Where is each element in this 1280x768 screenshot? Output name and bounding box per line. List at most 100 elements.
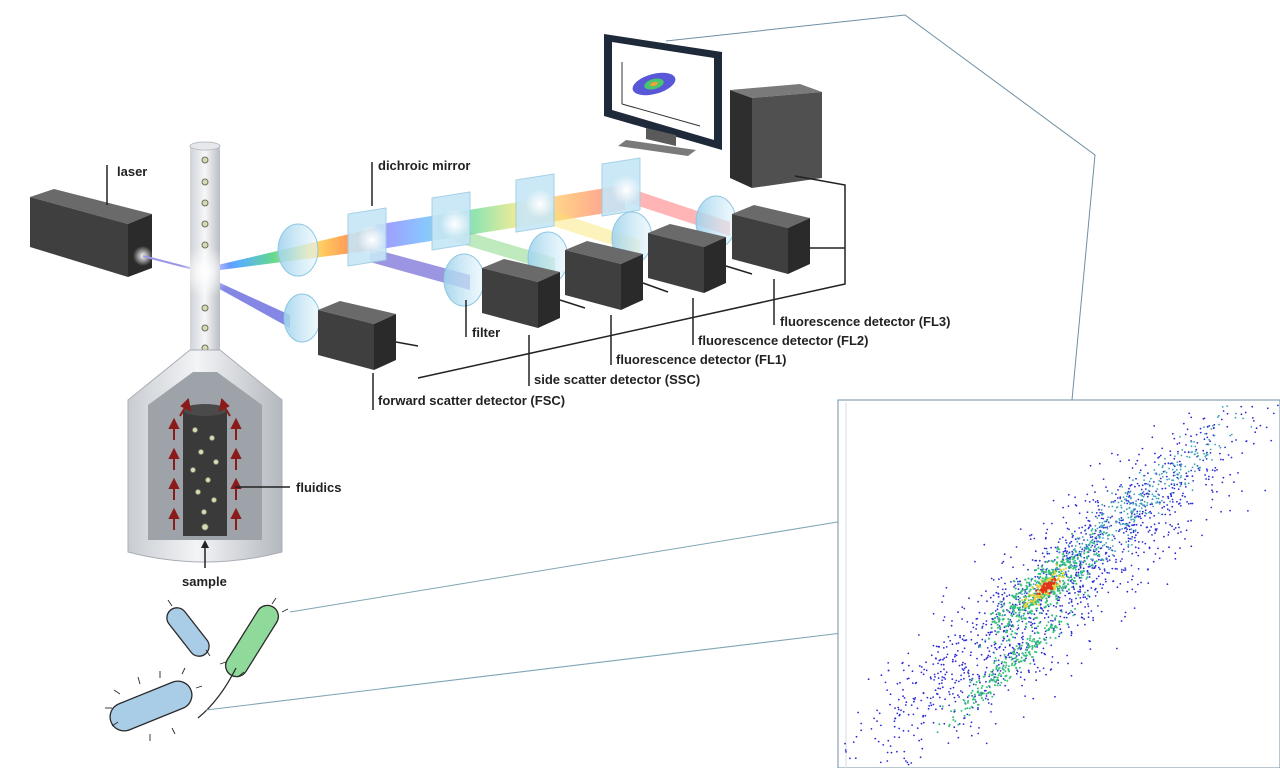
scatter-dot <box>1094 595 1097 597</box>
scatter-dot <box>1037 586 1040 589</box>
scatter-dot <box>1092 619 1095 622</box>
scatter-dot <box>1197 455 1199 457</box>
scatter-dot <box>1199 427 1202 430</box>
scatter-dot <box>1075 582 1078 585</box>
scatter-dot <box>1173 457 1176 460</box>
scatter-dot <box>882 744 885 746</box>
scatter-dot <box>1142 504 1144 507</box>
scatter-dot <box>1026 586 1029 589</box>
scatter-dot <box>1140 507 1143 510</box>
scatter-dot <box>1013 651 1016 654</box>
scatter-dot <box>974 560 976 563</box>
scatter-dot <box>1031 630 1034 632</box>
scatter-dot <box>1012 653 1015 655</box>
scatter-dot <box>984 640 987 643</box>
scatter-dot <box>1193 463 1196 466</box>
scatter-dot <box>965 639 968 641</box>
scatter-dot <box>1051 571 1054 574</box>
scatter-dot <box>1039 575 1042 579</box>
scatter-dot <box>970 734 973 737</box>
scatter-dot <box>1000 576 1003 579</box>
scatter-dot <box>1036 598 1039 601</box>
scatter-dot <box>1080 550 1083 553</box>
scatter-dot <box>1184 483 1187 486</box>
scatter-dot <box>1226 425 1229 428</box>
scatter-dot <box>975 681 978 683</box>
scatter-dot <box>1031 622 1034 625</box>
scatter-dot <box>1070 632 1073 635</box>
scatter-dot <box>942 647 945 649</box>
scatter-dot <box>1218 423 1220 426</box>
scatter-dot <box>1085 533 1087 535</box>
scatter-dot <box>1169 450 1172 453</box>
scatter-dot <box>1123 502 1126 504</box>
scatter-dot <box>1151 485 1154 488</box>
scatter-dot <box>1111 554 1114 556</box>
scatter-dot <box>1094 564 1097 567</box>
scatter-dot <box>981 638 984 641</box>
scatter-dot <box>1023 605 1026 608</box>
scatter-dot <box>1093 540 1096 543</box>
scatter-dot <box>1002 639 1004 642</box>
scatter-dot <box>1179 468 1182 471</box>
scatter-dot <box>968 597 970 600</box>
scatter-dot <box>916 727 919 729</box>
scatter-dot <box>1135 516 1138 518</box>
scatter-dot <box>1105 532 1107 535</box>
scatter-dot <box>1098 531 1101 534</box>
scatter-dot <box>1106 527 1109 530</box>
scatter-dot <box>1250 426 1253 428</box>
scatter-dot <box>1091 541 1094 544</box>
scatter-dot <box>1173 474 1176 477</box>
scatter-dot <box>1116 586 1119 589</box>
scatter-dot <box>1077 590 1079 593</box>
scatter-dot <box>1017 624 1020 627</box>
scatter-dot <box>1057 548 1061 551</box>
scatter-dot <box>1084 623 1086 626</box>
scatter-dot <box>1064 550 1066 552</box>
scatter-dot <box>1067 493 1070 496</box>
scatter-dot <box>1116 568 1118 570</box>
scatter-dot <box>1062 552 1065 556</box>
scatter-dot <box>1072 548 1075 551</box>
scatter-dot <box>1028 652 1031 655</box>
scatter-dot <box>1081 548 1084 551</box>
scatter-dot <box>1009 675 1012 678</box>
scatter-dot <box>980 653 983 656</box>
scatter-dot <box>1049 669 1052 671</box>
scatter-dot <box>1085 578 1088 580</box>
scatter-dot <box>1216 416 1219 418</box>
scatter-dot <box>1020 671 1022 674</box>
scatter-dot <box>997 674 1000 677</box>
scatter-dot <box>1218 445 1221 447</box>
scatter-dot <box>957 694 959 697</box>
flow-tube <box>179 141 231 366</box>
scatter-dot <box>1040 599 1043 602</box>
scatter-dot <box>1161 466 1164 469</box>
scatter-dot <box>1128 487 1130 490</box>
scatter-dot <box>994 722 997 725</box>
scatter-dot <box>1144 514 1146 517</box>
scatter-dot <box>974 642 977 645</box>
scatter-dot <box>1011 614 1014 618</box>
scatter-dot <box>1177 477 1180 480</box>
scatter-dot <box>1182 422 1185 425</box>
scatter-dot <box>1007 609 1010 612</box>
scatter-dot <box>1102 517 1105 520</box>
scatter-dot <box>1097 546 1100 549</box>
scatter-dot <box>1158 522 1160 525</box>
scatter-dot <box>1086 539 1089 541</box>
scatter-dot <box>964 707 967 710</box>
scatter-dot <box>1024 617 1027 621</box>
scatter-dot <box>938 696 941 699</box>
scatter-dot <box>1220 418 1223 421</box>
scatter-dot <box>997 620 1001 623</box>
scatter-dot <box>1071 553 1074 556</box>
scatter-dot <box>1057 595 1060 598</box>
scatter-dot <box>1142 474 1145 477</box>
scatter-dot <box>1163 535 1165 538</box>
scatter-dot <box>977 600 979 603</box>
scatter-dot <box>964 662 966 665</box>
scatter-dot <box>1086 576 1089 579</box>
scatter-dot <box>993 662 996 664</box>
